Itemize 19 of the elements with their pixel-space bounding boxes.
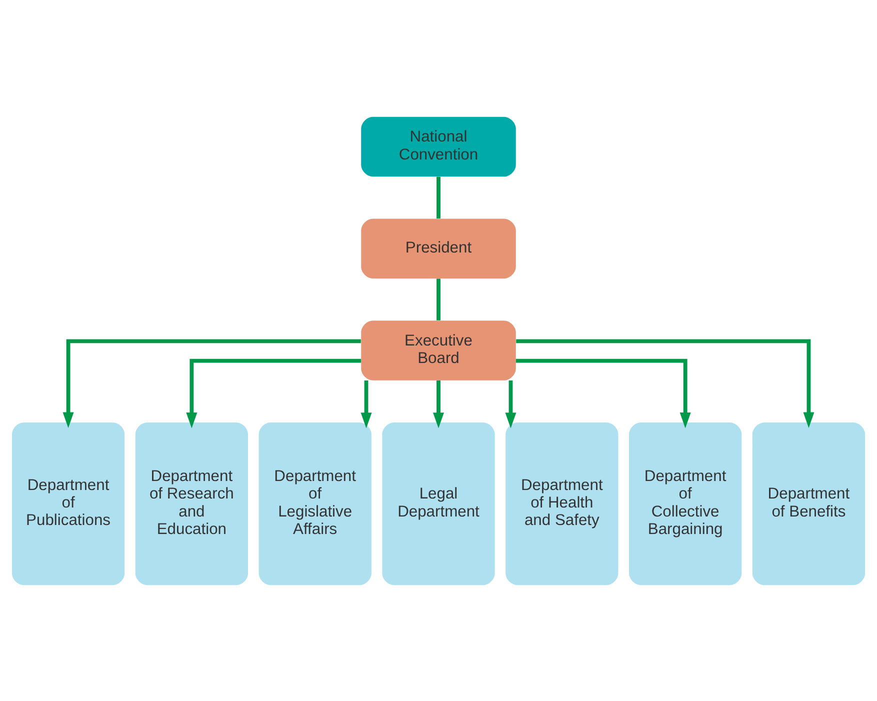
node-box: Department of Health and Safety [506, 422, 618, 585]
arrow [433, 380, 444, 428]
node-box: Department of Collective Bargaining [629, 422, 742, 585]
arrow [186, 358, 362, 428]
arrow [360, 380, 372, 428]
node-box: Department of Benefits [752, 422, 866, 585]
node-box: Legal Department [382, 422, 495, 585]
arrow [62, 338, 361, 428]
arrow [516, 338, 814, 428]
connector [436, 176, 440, 218]
node-box: President [361, 218, 516, 278]
arrow [505, 380, 516, 428]
connector [436, 278, 440, 320]
node-box: Executive Board [361, 320, 516, 380]
node-box: Department of Legislative Affairs [258, 422, 372, 585]
node-box: National Convention [361, 116, 516, 176]
node-box: Department of Publications [12, 422, 125, 585]
arrow [516, 358, 691, 428]
node-box: Department of Research and Education [135, 422, 248, 585]
